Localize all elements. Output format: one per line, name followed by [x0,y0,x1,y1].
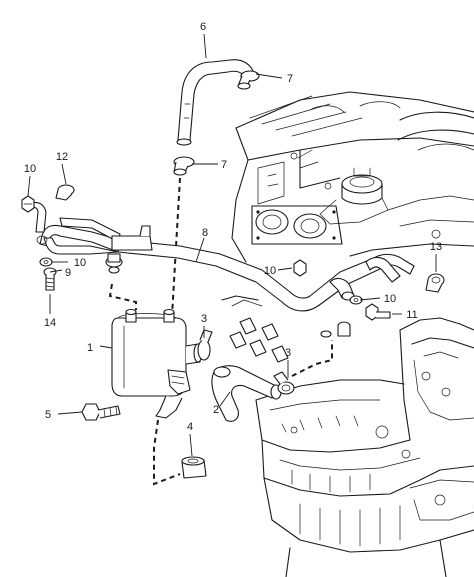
hose-clamp-upper [237,70,260,90]
oil-return-hose-elbow [211,365,282,422]
assembly-guide-line [153,419,181,486]
hose-clamp-right [425,273,445,293]
callout-10b: 10 [74,257,86,269]
callout-3b: 3 [285,347,291,359]
breather-hose-main [27,201,415,312]
bolt-left [43,267,57,291]
mounting-bolt [81,403,121,421]
callout-10a: 10 [24,163,36,175]
engine-block-drawing [221,91,474,577]
callout-4: 4 [187,421,193,433]
oil-separator [111,308,203,419]
assembly-guide-line [108,283,137,310]
hose-clamp-elbow-lower [273,371,295,395]
nut-mid [293,259,307,277]
washer-left [39,257,53,267]
rubber-grommet [181,456,207,479]
callout-8: 8 [202,227,208,239]
engine-fitting-nipple [320,321,351,338]
assembly-guide-line [291,340,333,377]
callout-14: 14 [44,317,56,329]
hose-clamp-elbow-upper [197,329,213,361]
callout-10c: 10 [264,265,276,277]
breather-hose-upper [176,59,255,146]
callout-6: 6 [200,21,206,33]
callout-2: 2 [213,404,219,416]
nut-left-upper [21,195,35,213]
washer-right [349,295,363,305]
callout-leaders [27,33,437,457]
callout-5: 5 [45,409,51,421]
hose-clamp-left [55,184,75,201]
callout-labels: 1 2 3 3 4 5 6 7 7 8 9 10 10 10 10 11 12 … [24,21,442,433]
callout-7b: 7 [221,159,227,171]
callout-10d: 10 [384,293,396,305]
callout-7a: 7 [287,73,293,85]
bolt-right [365,303,391,321]
callout-13: 13 [430,241,442,253]
callout-9: 9 [65,267,71,279]
callout-11: 11 [406,309,417,321]
callout-12: 12 [56,151,68,163]
hose-clamp-lower [173,156,195,176]
callout-3a: 3 [201,313,207,325]
callout-1: 1 [87,342,93,354]
